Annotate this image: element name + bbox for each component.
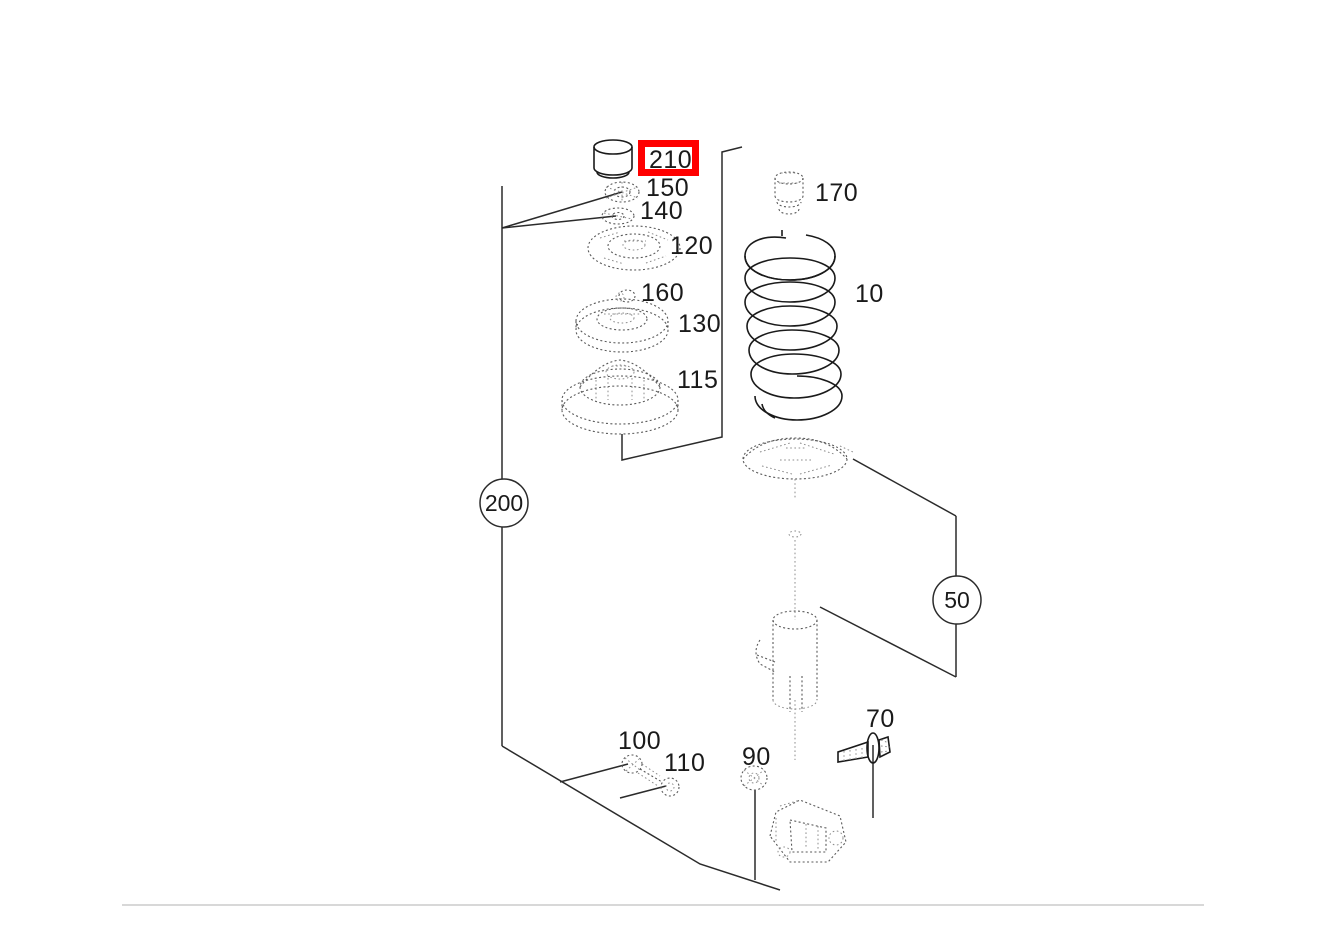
part-label-110[interactable]: 110	[664, 749, 705, 777]
part-label-170[interactable]: 170	[815, 179, 858, 207]
part-110-nut	[660, 777, 680, 797]
callout-50-lower-diagonal	[819, 606, 957, 678]
callout-50-leader-group	[754, 458, 957, 880]
callout-50-upper-diagonal	[852, 458, 957, 517]
callout-circle-200-label: 200	[485, 490, 523, 516]
part-70-clamp-bolt	[837, 732, 891, 764]
callout-200-leader-group	[501, 186, 781, 891]
callout-circle-200-shape	[479, 478, 529, 528]
part-label-100[interactable]: 100	[618, 727, 661, 755]
callout-circle-200[interactable]: 200	[479, 478, 529, 528]
leader-line-140	[501, 215, 617, 229]
highlight-box-stroke	[638, 140, 699, 176]
part-130-thrust-bearing	[575, 298, 669, 353]
part-label-160[interactable]: 160	[641, 279, 684, 307]
part-150-nut	[604, 181, 640, 203]
upper-assembly-bracket	[621, 146, 743, 461]
leader-line-110	[619, 785, 667, 799]
part-label-115[interactable]: 115	[677, 366, 718, 394]
part-label-10[interactable]: 10	[855, 280, 884, 308]
callout-circle-50-shape	[932, 575, 982, 625]
strut-upper-plate	[742, 437, 854, 499]
part-90-nut	[740, 765, 768, 791]
callout-200-bottom-run	[501, 745, 781, 891]
part-140-washer	[601, 207, 635, 225]
part-115-spring-seat	[561, 359, 679, 435]
highlight-box-210	[638, 140, 699, 176]
part-210-cap	[593, 139, 633, 179]
highlight-box-fill	[641, 143, 695, 172]
part-50-shock-absorber	[755, 530, 818, 760]
lower-mounting-bracket	[769, 799, 847, 863]
part-160-clip	[615, 289, 636, 303]
part-label-120[interactable]: 120	[670, 232, 713, 260]
part-100-bolt	[621, 754, 663, 787]
callout-circle-50-label: 50	[944, 587, 970, 613]
callout-circle-50[interactable]: 50	[932, 575, 982, 625]
part-170-bump-stop	[774, 171, 804, 215]
part-label-210[interactable]: 210	[649, 146, 692, 174]
part-label-140[interactable]: 140	[640, 197, 683, 225]
part-120-strut-mount	[587, 225, 681, 271]
part-label-130[interactable]: 130	[678, 310, 721, 338]
leader-line-100	[559, 763, 629, 783]
leader-line-150	[501, 191, 623, 229]
part-label-90[interactable]: 90	[742, 743, 771, 771]
upper-bracket-path	[621, 146, 743, 461]
part-label-150[interactable]: 150	[646, 174, 689, 202]
part-label-70[interactable]: 70	[866, 705, 895, 733]
part-10-coil-spring	[744, 230, 843, 421]
